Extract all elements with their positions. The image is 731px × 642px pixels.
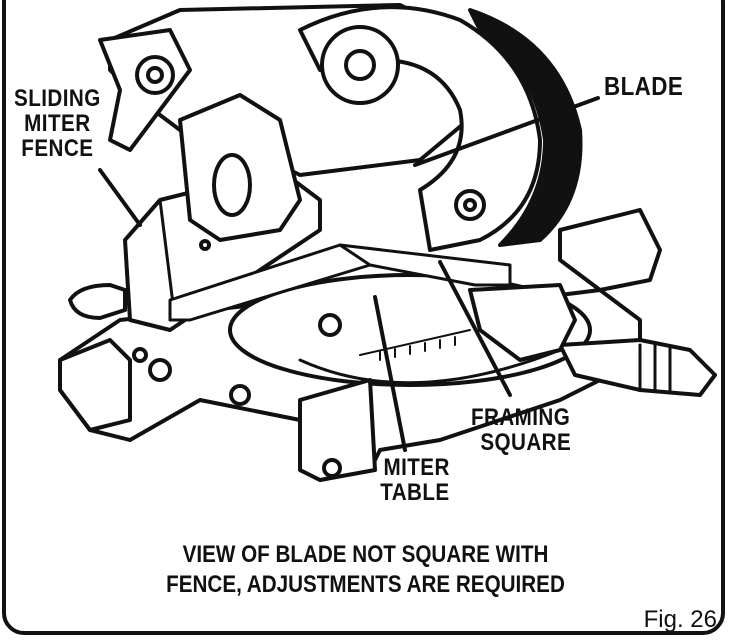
label-line: SQUARE <box>480 429 572 457</box>
label-line: FENCE <box>21 135 94 163</box>
framing-square <box>168 243 512 322</box>
label-miter-table: MITER TABLE <box>380 454 450 507</box>
label-line: MITER <box>24 110 91 138</box>
label-sliding-miter-fence: SLIDING MITER FENCE <box>14 86 101 162</box>
label-line: TABLE <box>380 479 450 507</box>
base-front-block <box>298 378 377 482</box>
label-line: MITER <box>383 454 450 481</box>
fence-knob <box>68 283 127 320</box>
figure-number: Fig. 26 <box>643 606 717 633</box>
leader-fence <box>98 168 142 227</box>
base-left-foot <box>58 338 132 432</box>
figure-caption: VIEW OF BLADE NOT SQUARE WITH FENCE, ADJ… <box>51 540 680 600</box>
blade-guard <box>298 5 542 252</box>
figure-frame <box>2 0 725 635</box>
saw-blade <box>468 8 583 247</box>
label-framing-square: FRAMING SQUARE <box>470 404 572 457</box>
leader-framing-square <box>438 260 512 397</box>
leader-miter-table <box>373 295 407 452</box>
caption-line-1: VIEW OF BLADE NOT SQUARE WITH <box>182 541 549 568</box>
label-line: SLIDING <box>14 85 101 112</box>
label-blade: BLADE <box>604 71 684 101</box>
miter-lock <box>468 283 577 362</box>
label-line: FRAMING <box>470 404 571 431</box>
leader-blade <box>413 96 600 167</box>
caption-line-2: FENCE, ADJUSTMENTS ARE REQUIRED <box>166 571 565 598</box>
miter-handle <box>558 338 717 397</box>
base-right-leg <box>558 208 662 292</box>
